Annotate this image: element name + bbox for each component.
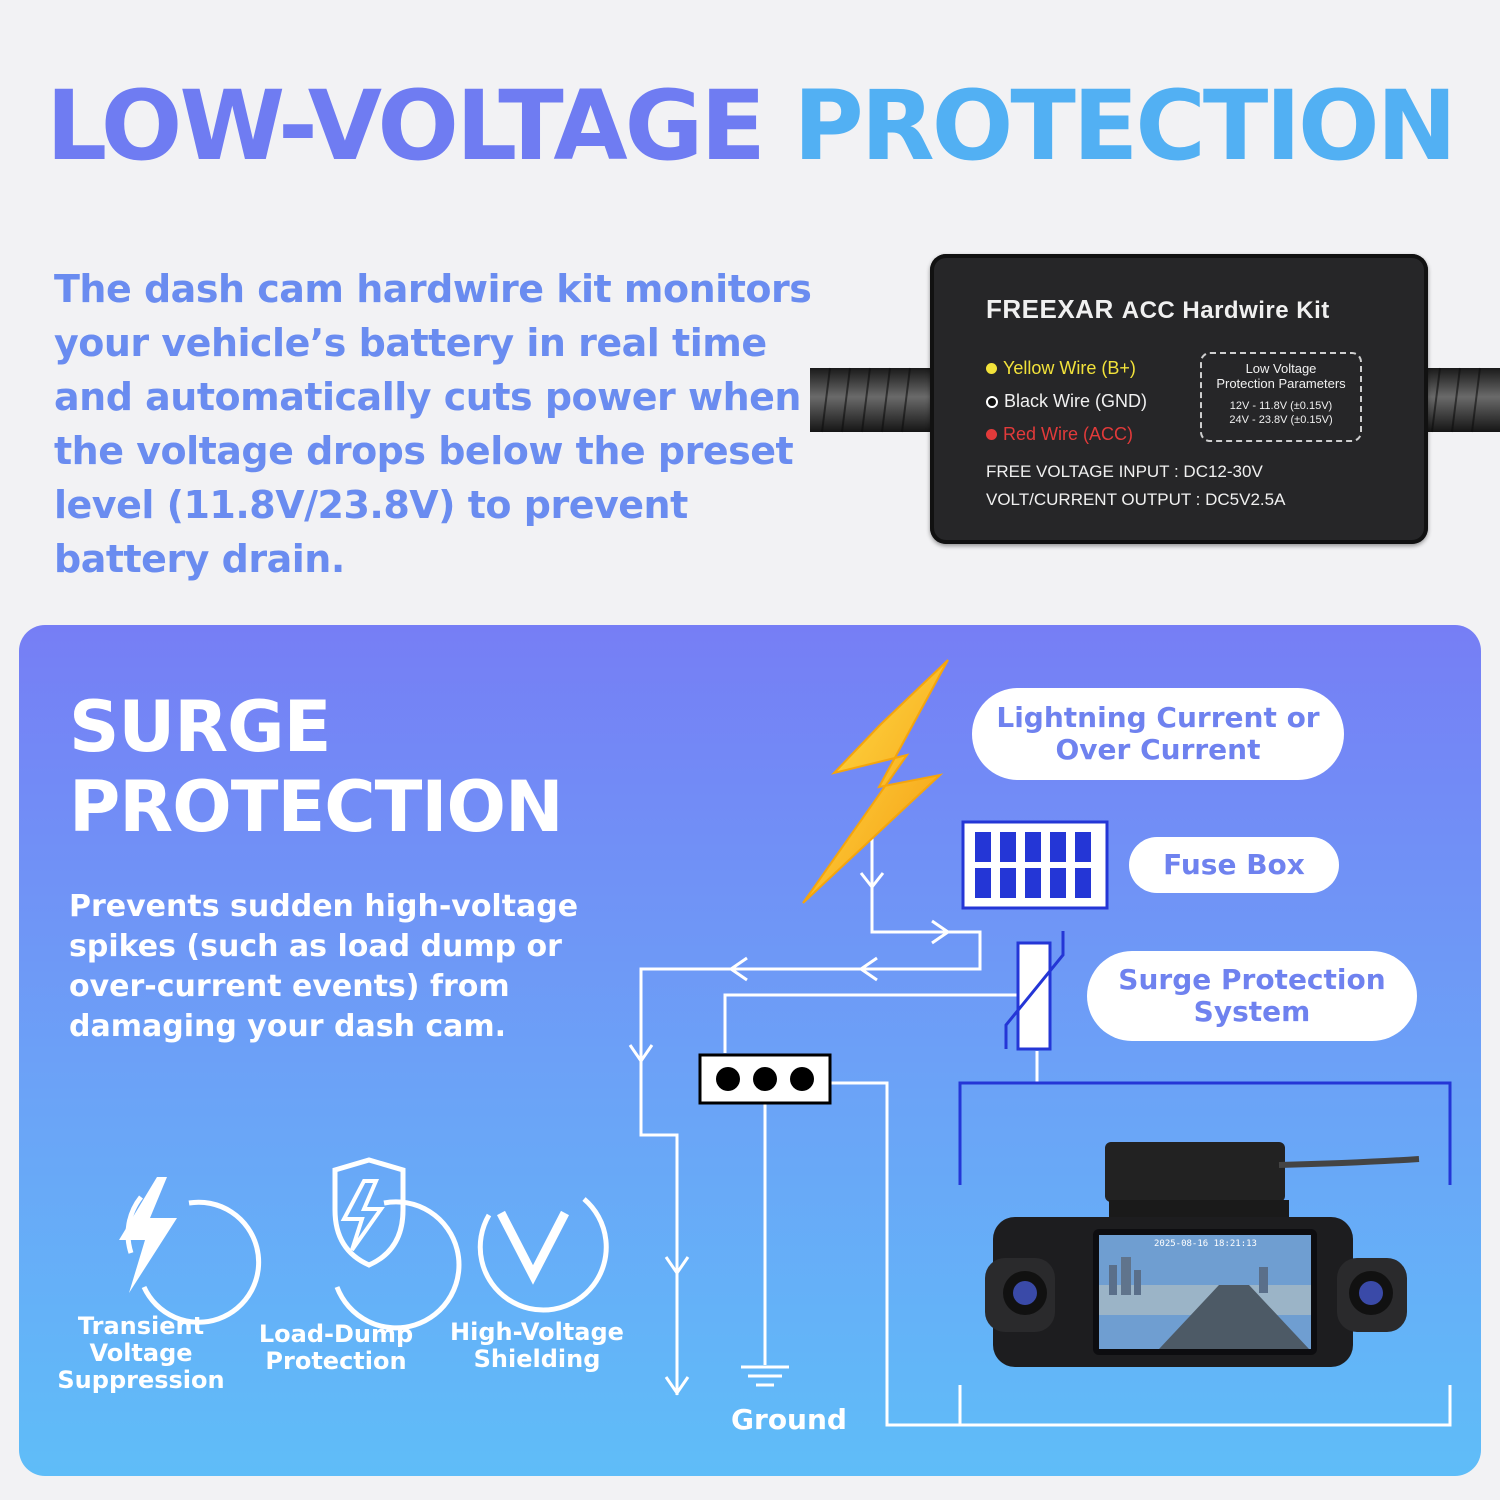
device-specs: FREE VOLTAGE INPUT : DC12-30V VOLT/CURRE…	[986, 458, 1285, 514]
feature-line: Protection	[265, 1347, 407, 1375]
intro-text: The dash cam hardwire kit monitors your …	[54, 267, 812, 581]
lightning-label-line-2: Over Current	[1055, 733, 1261, 766]
surge-panel: SURGE PROTECTION Prevents sudden high-vo…	[19, 625, 1481, 1476]
yellow-dot-icon	[986, 363, 997, 374]
brand-logo: FREEXAR	[986, 294, 1114, 324]
dashcam-datetime: 2025-08-16 18:21:13	[1154, 1239, 1257, 1249]
hardwire-kit-box: FREEXAR ACC Hardwire Kit Yellow Wire (B+)…	[930, 254, 1428, 544]
surge-label-line-2: System	[1193, 995, 1311, 1028]
params-title-1: Low Voltage	[1245, 361, 1317, 376]
fuse-box-label: Fuse Box	[1129, 837, 1339, 893]
wire-label: Red Wire (ACC)	[1003, 424, 1134, 444]
surge-title-line-1: SURGE	[69, 686, 331, 768]
params-value-2: 24V - 23.8V (±0.15V)	[1229, 414, 1333, 426]
surge-diagram: 2025-08-16 18:21:13	[119, 659, 1452, 1427]
wire-list: Yellow Wire (B+) Black Wire (GND) Red Wi…	[986, 352, 1147, 451]
lightning-bolt-icon	[802, 659, 949, 904]
ground-label: Ground	[731, 1403, 847, 1436]
feature-line: Voltage	[89, 1339, 193, 1367]
wire-red: Red Wire (ACC)	[986, 418, 1147, 451]
spec-output: VOLT/CURRENT OUTPUT : DC5V2.5A	[986, 490, 1286, 509]
terminal-block-icon	[698, 1053, 832, 1105]
red-dot-icon	[986, 429, 997, 440]
params-value-1: 12V - 11.8V (±0.15V)	[1229, 400, 1333, 412]
fuse-box-icon	[961, 820, 1109, 910]
surge-description: Prevents sudden high-voltage spikes (suc…	[69, 889, 579, 1044]
title-part-2: PROTECTION	[793, 70, 1457, 182]
feature-high-voltage: High-Voltage Shielding	[437, 1319, 637, 1373]
dashcam-image	[985, 1142, 1420, 1367]
feature-line: High-Voltage	[450, 1318, 624, 1346]
page-title: LOW-VOLTAGE PROTECTION	[0, 78, 1500, 174]
hardwire-kit-device: FREEXAR ACC Hardwire Kit Yellow Wire (B+)…	[810, 250, 1500, 550]
feature-transient: Transient Voltage Suppression	[49, 1313, 233, 1394]
wire-black: Black Wire (GND)	[986, 385, 1147, 418]
surge-protector-icon	[1004, 931, 1065, 1051]
device-brand: FREEXAR ACC Hardwire Kit	[986, 294, 1330, 325]
wire-yellow: Yellow Wire (B+)	[986, 352, 1147, 385]
title-part-1: LOW-VOLTAGE	[46, 70, 766, 182]
v-shield-icon	[497, 1210, 569, 1285]
feature-line: Suppression	[57, 1366, 225, 1394]
feature-line: Load-Dump	[258, 1320, 414, 1348]
kit-name: ACC Hardwire Kit	[1121, 297, 1330, 324]
shield-lightning-icon	[332, 1157, 406, 1268]
lightning-icon	[119, 1177, 177, 1293]
wire-label: Black Wire (GND)	[1004, 391, 1147, 411]
spec-input: FREE VOLTAGE INPUT : DC12-30V	[986, 462, 1263, 481]
params-title-2: Protection Parameters	[1216, 376, 1346, 391]
surge-label-line-1: Surge Protection	[1118, 963, 1386, 996]
wire-label: Yellow Wire (B+)	[1003, 358, 1136, 378]
feature-line: Transient	[77, 1312, 205, 1340]
feature-load-dump: Load-Dump Protection	[244, 1321, 428, 1375]
device-cables	[810, 367, 1500, 433]
surge-title: SURGE PROTECTION	[69, 686, 564, 848]
lightning-label-line-1: Lightning Current or	[996, 701, 1320, 734]
black-dot-icon	[986, 395, 998, 408]
feature-line: Shielding	[473, 1345, 601, 1373]
fuse-box-label-text: Fuse Box	[1163, 848, 1305, 881]
surge-title-line-2: PROTECTION	[69, 766, 564, 848]
